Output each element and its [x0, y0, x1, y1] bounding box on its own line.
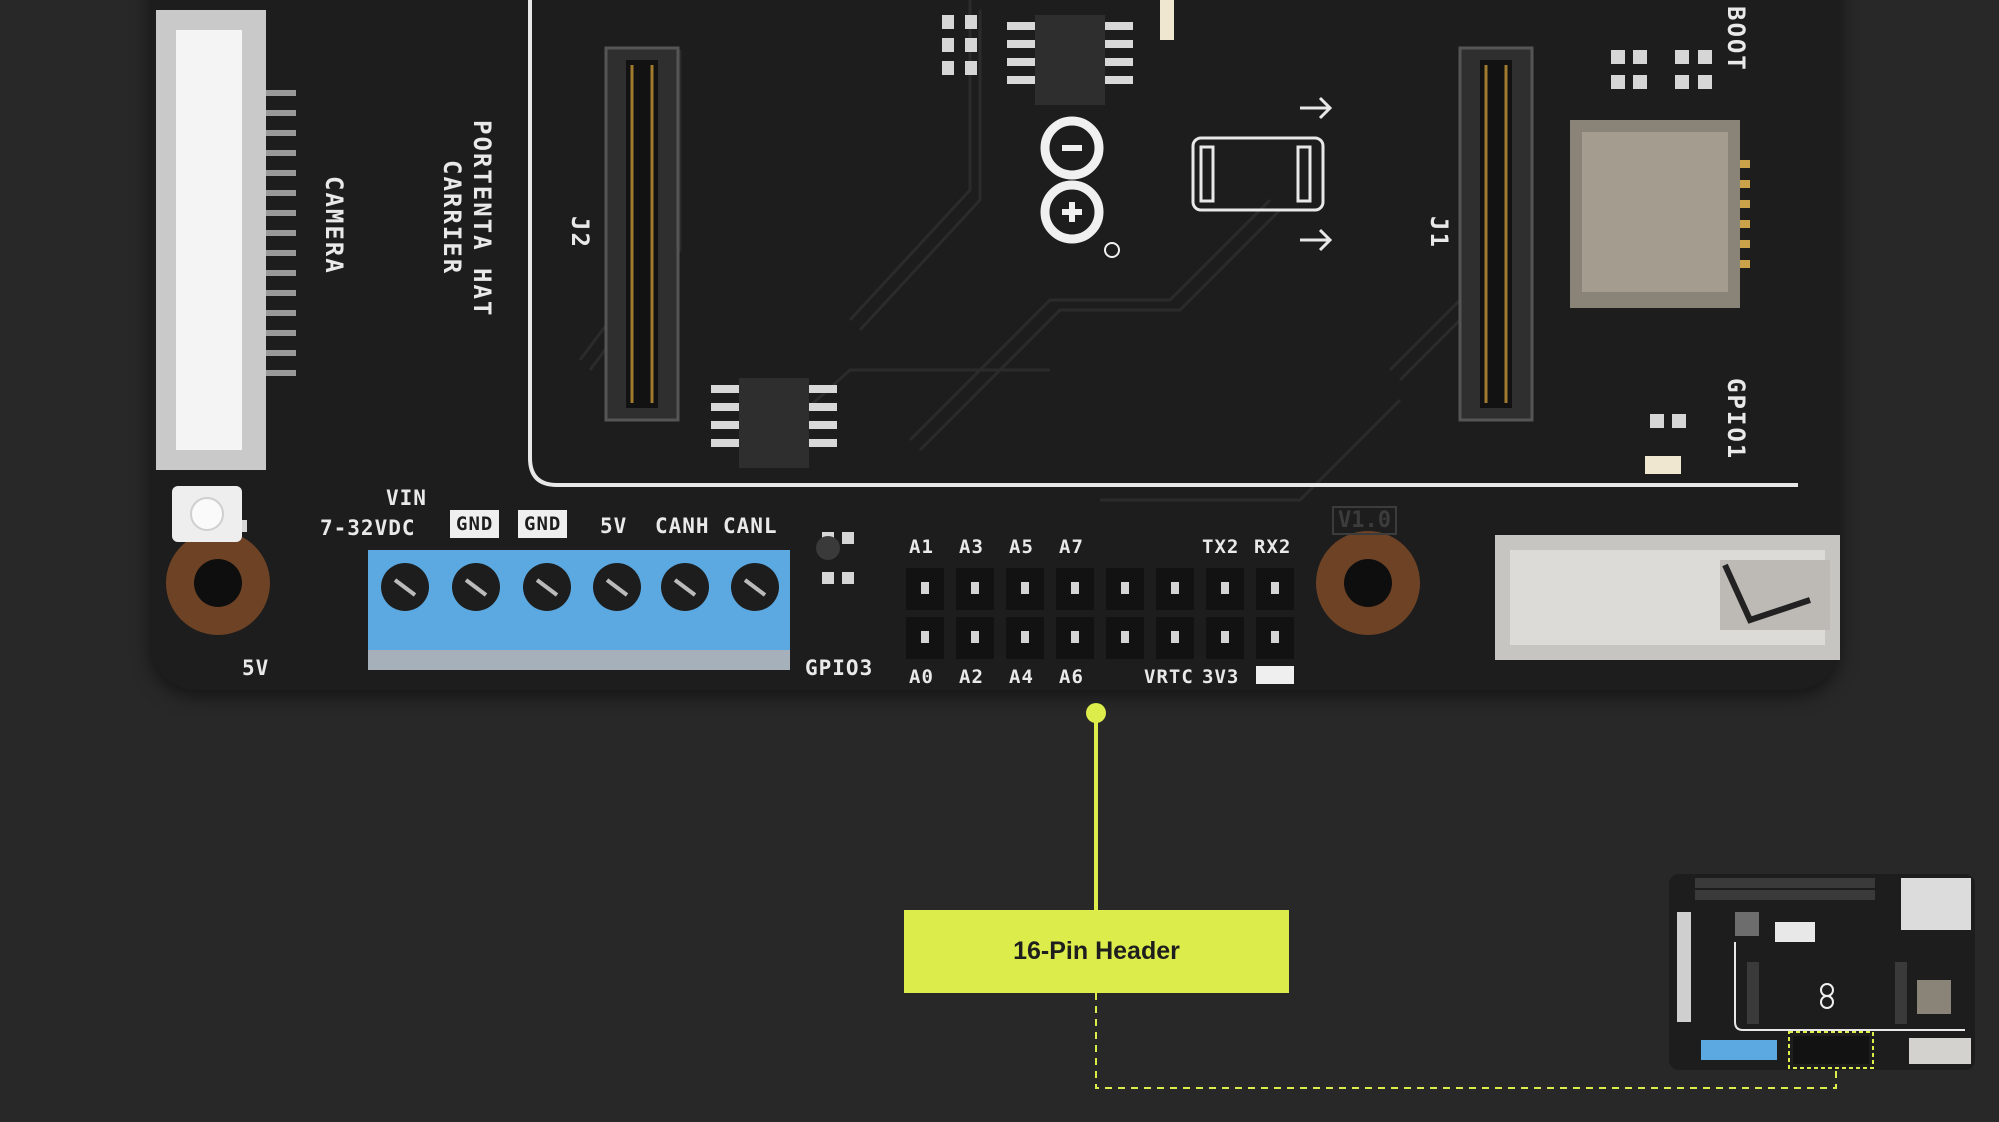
j1-label: J1 — [1425, 216, 1453, 249]
vin-label: VIN — [386, 486, 427, 510]
pin-label-a4: A4 — [1009, 666, 1034, 688]
camera-label: CAMERA — [320, 176, 348, 275]
j2-label: J2 — [566, 216, 594, 249]
vin-range-label: 7-32VDC — [320, 516, 416, 540]
pin-label-rx2: RX2 — [1254, 536, 1292, 558]
board-artwork — [156, 0, 1840, 684]
pin-label-a2: A2 — [959, 666, 984, 688]
pin-label-3v3: 3V3 — [1202, 666, 1240, 688]
header-pins — [906, 568, 1294, 659]
terminal-label-gnd1: GND — [450, 510, 500, 538]
title-line1: PORTENTA HAT — [468, 120, 496, 318]
terminal-label-canh: CANH — [655, 514, 710, 538]
gpio1-label: GPIO1 — [1722, 378, 1750, 461]
version-label: V1.0 — [1332, 506, 1397, 535]
pin-label-a7: A7 — [1059, 536, 1084, 558]
terminal-label-canl: CANL — [723, 514, 778, 538]
pin-label-a6: A6 — [1059, 666, 1084, 688]
gpio3-label: GPIO3 — [805, 656, 874, 680]
pin-label-tx2: TX2 — [1202, 536, 1240, 558]
battery-icon — [1191, 96, 1333, 252]
terminal-label-gnd2: GND — [518, 510, 568, 538]
pin-label-a5: A5 — [1009, 536, 1034, 558]
board-overview-thumbnail-icon — [1669, 874, 1975, 1070]
pcb-board: CAMERA PORTENTA HAT CARRIER J2 J1 BOOT G… — [150, 0, 1840, 690]
five-v-left-label: 5V — [242, 656, 270, 680]
pin-label-a3: A3 — [959, 536, 984, 558]
pin-label-a0: A0 — [909, 666, 934, 688]
pin-label-a1: A1 — [909, 536, 934, 558]
title-line2: CARRIER — [438, 160, 466, 276]
pin-label-vrtc: VRTC — [1144, 666, 1194, 688]
callout-label: 16-Pin Header — [904, 910, 1289, 993]
terminal-label-5v: 5V — [600, 514, 628, 538]
boot-label: BOOT — [1722, 6, 1750, 72]
arduino-logo — [1040, 116, 1104, 244]
callout-text: 16-Pin Header — [1013, 937, 1180, 965]
